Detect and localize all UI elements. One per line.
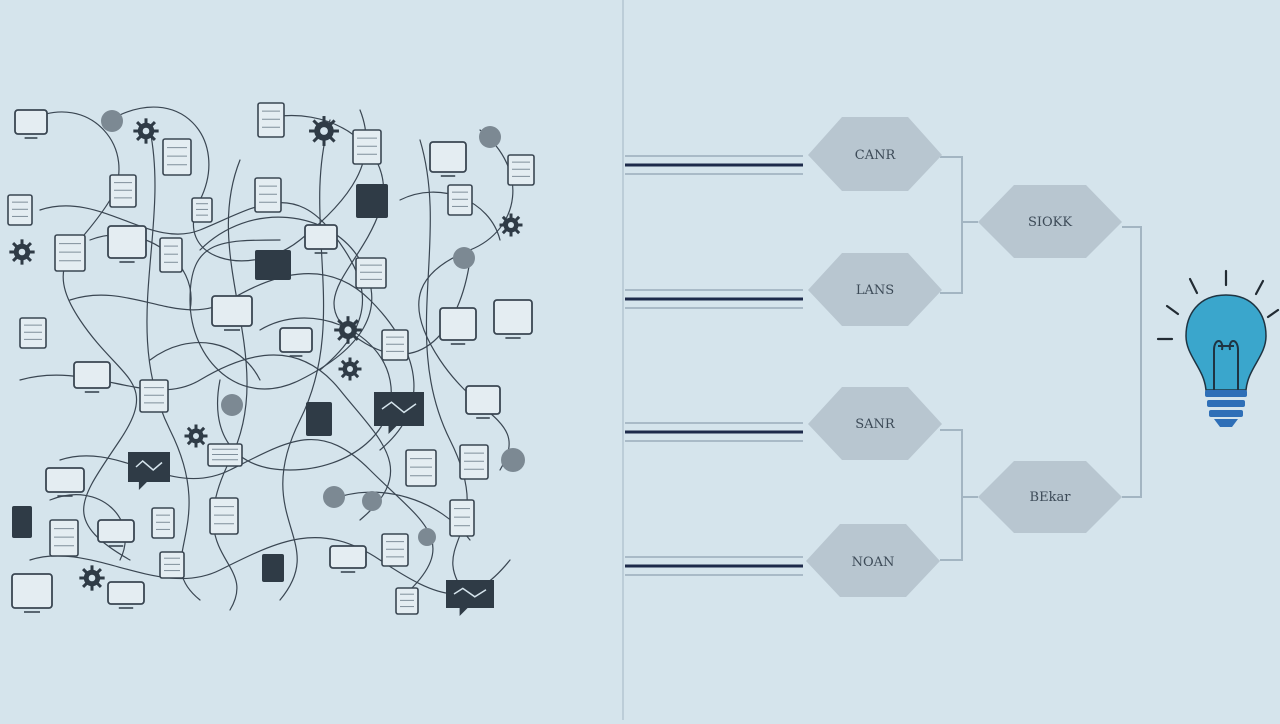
dark-document-icon [356,184,388,218]
input-lines [625,155,803,576]
document-icon [405,449,437,487]
document-icon [449,499,475,537]
chat-bubble-icon [374,392,424,434]
document-icon [19,317,47,349]
connector-noan-bekar [940,496,978,561]
node-canr: CANR [808,117,942,191]
input-line-2 [625,289,803,309]
node-lans-label: LANS [856,283,894,298]
input-line-3 [625,422,803,442]
monitor-icon [97,519,135,547]
document-icon [159,237,183,273]
monitor-icon [439,307,477,345]
connector-merge [1122,226,1142,498]
input-line-4 [625,556,803,576]
document-icon [459,444,489,480]
connector-canr-siokk [940,156,978,223]
document-icon [352,129,382,165]
document-icon [207,443,243,467]
dark-document-icon [306,402,332,436]
node-dot-icon [453,247,475,269]
node-canr-label: CANR [855,148,897,163]
node-bekar-label: BEkar [1030,490,1072,505]
document-icon [507,154,535,186]
document-icon [151,507,175,539]
node-dot-icon [221,394,243,416]
document-icon [109,174,137,208]
document-icon [381,329,409,361]
input-line-1 [625,155,803,175]
node-dot-icon [101,110,123,132]
dark-document-icon [12,506,32,538]
monitor-icon [45,467,85,497]
document-icon [159,551,185,579]
gear-icon [338,357,362,381]
chat-bubble-icon [127,452,170,490]
monitor-icon [493,299,533,339]
document-icon [49,519,79,557]
monitor-icon [107,581,145,609]
node-sanr: SANR [808,387,942,460]
node-dot-icon [362,491,382,511]
gear-icon [499,213,523,237]
gear-icon [334,316,362,344]
node-siokk-label: SIOKK [1028,215,1072,230]
node-siokk: SIOKK [978,185,1122,258]
node-sanr-label: SANR [855,417,896,432]
node-bekar: BEkar [978,461,1122,533]
node-dot-icon [479,126,501,148]
monitor-icon [304,224,338,254]
document-icon [381,533,409,567]
document-icon [7,194,33,226]
node-noan: NOAN [806,524,940,597]
connector-lans-siokk [940,221,978,294]
document-icon [395,587,419,615]
dark-document-icon [255,250,291,280]
bulb-rays [1156,269,1280,341]
connectors [940,156,1142,561]
monitor-icon [465,385,501,419]
node-dot-icon [501,448,525,472]
gear-icon [309,116,339,146]
lightbulb-icon [1156,269,1280,427]
monitor-icon [73,361,111,393]
node-lans: LANS [808,253,942,326]
document-icon [191,197,213,223]
gear-icon [184,424,208,448]
monitor-icon [107,225,147,263]
document-icon [209,497,239,535]
monitor-icon [279,327,313,357]
document-icon [257,102,285,138]
node-noan-label: NOAN [852,555,895,570]
document-icon [355,257,387,289]
gear-icon [133,118,159,144]
connector-sanr-bekar [940,429,978,498]
chat-bubble-icon [446,580,494,616]
monitor-icon [329,545,367,573]
document-icon [162,138,192,176]
document-icon [54,234,86,272]
scattered-icons [7,102,535,616]
gear-icon [9,239,35,265]
node-dot-icon [418,528,436,546]
document-icon [139,379,169,413]
monitor-icon [429,141,467,177]
node-dot-icon [323,486,345,508]
monitor-icon [211,295,253,331]
document-icon [254,177,282,213]
dark-document-icon [262,554,284,582]
gear-icon [79,565,105,591]
monitor-icon [11,573,53,613]
document-icon [447,184,473,216]
monitor-icon [14,109,48,139]
